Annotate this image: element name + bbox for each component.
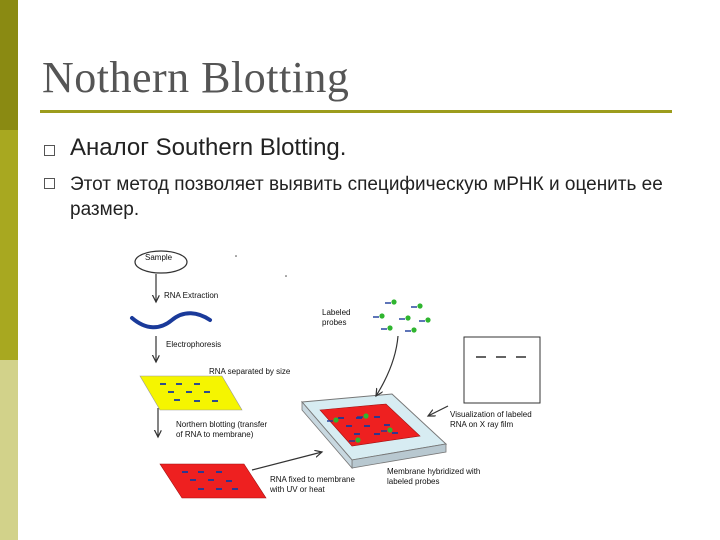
probe <box>425 317 431 323</box>
bullet-text: Этот метод позволяет выявить специфическ… <box>70 174 663 220</box>
probe <box>387 325 393 331</box>
fixed-membrane <box>159 463 267 499</box>
bound-probe <box>355 437 361 443</box>
speck <box>285 275 287 277</box>
label-visualization: Visualization of labeled RNA on X ray fi… <box>450 410 532 429</box>
flow-arrow <box>428 405 449 416</box>
bullet-text: Аналог Southern Blotting. <box>70 134 347 161</box>
probe <box>391 299 397 305</box>
title-underline <box>40 110 672 113</box>
tray-probes <box>327 413 393 443</box>
gel-bands <box>160 383 218 402</box>
flow-arrow <box>376 335 399 396</box>
label-labeled-probes: Labeled probes <box>322 308 351 327</box>
tray-bands <box>338 416 398 435</box>
label-membrane-hybridized: Membrane hybridized with labeled probes <box>387 467 481 486</box>
label-northern-blotting: Northern blotting (transfer of RNA to me… <box>176 420 268 439</box>
bound-probe <box>333 417 339 423</box>
probe <box>411 327 417 333</box>
flow-arrow <box>251 452 322 471</box>
sample-ellipse <box>134 250 188 274</box>
side-bar-light <box>0 360 18 540</box>
bound-probe <box>387 427 393 433</box>
label-sample: Sample <box>145 253 173 262</box>
speck <box>235 255 237 257</box>
membrane-bands <box>182 471 238 490</box>
slide-title: Nothern Blotting <box>42 53 350 102</box>
probe <box>417 303 423 309</box>
rna-wave <box>130 311 212 330</box>
label-rna-separated: RNA separated by size <box>209 367 291 376</box>
labeled-probes-cluster <box>373 299 431 333</box>
probe <box>405 315 411 321</box>
probe <box>379 313 385 319</box>
square-bullet-icon <box>44 178 55 189</box>
label-electrophoresis: Electrophoresis <box>166 340 222 349</box>
square-bullet-icon <box>44 145 55 156</box>
bound-probe <box>363 413 369 419</box>
side-bar-mid <box>0 130 18 360</box>
label-rna-fixed: RNA fixed to membrane with UV or heat <box>270 475 355 494</box>
gel-slab <box>139 375 243 411</box>
label-rna-extraction: RNA Extraction <box>164 291 219 300</box>
hybridized-membrane <box>319 403 421 447</box>
xray-film <box>463 336 541 404</box>
tray-side-edge <box>301 400 353 470</box>
side-bar-dark <box>0 0 18 130</box>
